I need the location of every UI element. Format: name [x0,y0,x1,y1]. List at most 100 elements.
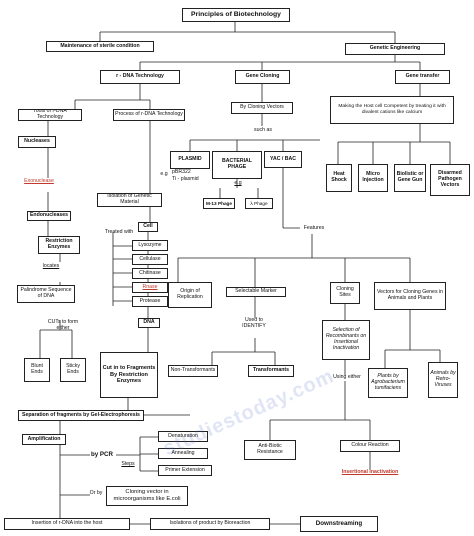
lysozyme-box: Lysozyme [132,240,168,251]
non-transformants-text: Non-Transformants [170,367,216,374]
process-text: Process of r-DNA Technology [115,111,183,118]
insertional-label: Insertional Inactivation [341,469,399,475]
cut-fragments-box: Cut in to Fragments By Restriction Enzym… [100,352,158,398]
cloning-sites-text: Cloning Sites [336,286,354,298]
rnase-text: Rnase [142,283,158,290]
origin-text: Origin of Replication [177,288,203,300]
sterile-box: Maintenance of sterile condition [46,41,154,52]
cellulase-box: Cellulase [132,254,168,265]
isolation-box: Isolation of Genetic Material [97,193,162,207]
eg1-label: e.g [160,171,168,177]
cloning-vectors-box: By Cloning Vectors [231,102,293,114]
biolistic-box: Biolistic or Gene Gun [394,164,426,192]
origin-box: Origin of Replication [168,282,212,308]
steps-label: Steps [121,461,135,467]
amplification-text: Amplification [27,435,61,442]
eg2-label: e.g [234,180,242,186]
disarmed-box: Disarmed Pathogen Vectors [430,164,470,196]
cell-text: Cell [143,223,153,230]
making-host-box: Making the Host cell Competent by treati… [330,96,454,124]
restriction-enzymes-text: Restriction Enzymes [45,238,73,250]
treated-with-label: Treated with [104,229,134,235]
anti-biotic-text: Anti-Biotic Resistance [257,443,283,455]
protease-box: Protease [132,296,168,307]
features-label: Features [303,225,325,231]
gene-transfer-text: Gene transfer [405,73,440,80]
making-host-text: Making the Host cell Competent by treati… [338,104,446,115]
disarmed-text: Disarmed Pathogen Vectors [438,170,462,188]
cuts-label: CUTs to form either [47,319,79,331]
sticky-ends-box: Sticky Ends [60,358,86,382]
bacterial-phage-box: BACTERIAL PHAGE [212,151,262,179]
selection-box: Selection of Recombinants on Insertional… [322,320,370,360]
yac-bac-text: YAC / BAC [269,155,297,162]
denaturation-box: Denaturation [158,431,208,442]
lambda-text: λ Phage [250,200,268,206]
downstreaming-box: Downstreaming [300,516,378,532]
cloning-vector-micro-box: Cloning vector in microorganisms like E.… [106,486,188,506]
blunt-ends-text: Blunt Ends [31,363,43,375]
isolation-product-box: Isolations of product by Bioreaction [150,518,270,530]
annealing-text: Annealing [171,449,195,456]
gene-cloning-text: Gene Cloning [245,73,280,80]
selectable-box: Selectable Marker [226,287,286,297]
cloning-vectors-text: By Cloning Vectors [240,104,284,111]
blunt-ends-box: Blunt Ends [24,358,50,382]
tools-text: Tools of r-DNA Technology [33,109,67,120]
plants-agro-text: Plants by Agrobacterium tumifaciens [371,373,405,391]
colour-reaction-box: Colour Reaction [340,440,400,452]
primer-extension-box: Primer Extension [158,465,212,476]
cloning-vector-micro-text: Cloning vector in microorganisms like E.… [113,489,181,502]
palindrome-box: Palindrome Sequence of DNA [17,285,75,303]
rnase-box: Rnase [132,282,168,293]
animals-retro-box: Animals by Retro-Viruses [428,362,458,398]
title-box: Principles of Biotechnology [182,8,290,22]
genetic-engineering-box: Genetic Engineering [345,43,445,55]
plasmid-text: PLASMID [178,156,202,163]
used-identify-label: Used to IDENTIFY [242,317,266,329]
exonuclease-label: Exonuclease [24,178,54,184]
transformants-box: Transformants [248,365,294,377]
heat-shock-text: Heat Shock [331,171,347,183]
using-either-label: Using either [333,374,361,380]
bacterial-phage-text: BACTERIAL PHAGE [222,158,252,170]
isolation-product-text: Isolations of product by Bioreaction [169,520,251,527]
denaturation-text: Denaturation [168,432,198,439]
insertion-host-text: Insertion of r-DNA into the host [31,520,103,527]
micro-injection-text: Micro Injection [362,171,384,183]
colour-reaction-text: Colour Reaction [351,442,389,449]
separation-box: Separation of fragments by Gel-Electroph… [18,410,144,421]
plants-agro-box: Plants by Agrobacterium tumifaciens [368,368,408,398]
ti-label: Ti - plasmid [172,176,199,182]
protease-text: Protease [139,297,161,304]
cellulase-text: Cellulase [139,255,161,262]
isolation-text: Isolation of Genetic Material [107,193,152,205]
plasmid-box: PLASMID [170,151,210,169]
cell-box: Cell [138,222,158,232]
endonucleases-text: Endonucleases [29,212,69,219]
selectable-text: Selectable Marker [235,288,277,295]
or-by-label: Or by [89,490,103,496]
gene-cloning-box: Gene Cloning [235,70,290,84]
palindrome-text: Palindrome Sequence of DNA [20,287,72,299]
process-box: Process of r-DNA Technology [113,109,185,121]
selection-text: Selection of Recombinants on Insertional… [325,327,367,351]
insertion-host-box: Insertion of r-DNA into the host [4,518,130,530]
title-text: Principles of Biotechnology [191,11,281,19]
such-as-label: such as [254,127,272,133]
anti-biotic-box: Anti-Biotic Resistance [244,440,296,460]
vectors-cloning-box: Vectors for Cloning Genes in Animals and… [374,282,446,310]
nucleases-text: Nucleases [24,138,50,145]
rdna-tech-text: r - DNA Technology [116,73,164,80]
endonucleases-box: Endonucleases [27,211,71,221]
sterile-text: Maintenance of sterile condition [60,42,140,49]
primer-extension-text: Primer Extension [165,466,205,473]
dna-text: DNA [143,319,155,326]
transformants-text: Transformants [252,367,290,374]
pbr-label: pBR322 [172,169,191,175]
sticky-ends-text: Sticky Ends [66,363,80,375]
vectors-cloning-text: Vectors for Cloning Genes in Animals and… [376,289,444,301]
gene-transfer-box: Gene transfer [395,70,450,84]
biolistic-text: Biolistic or Gene Gun [396,171,424,183]
